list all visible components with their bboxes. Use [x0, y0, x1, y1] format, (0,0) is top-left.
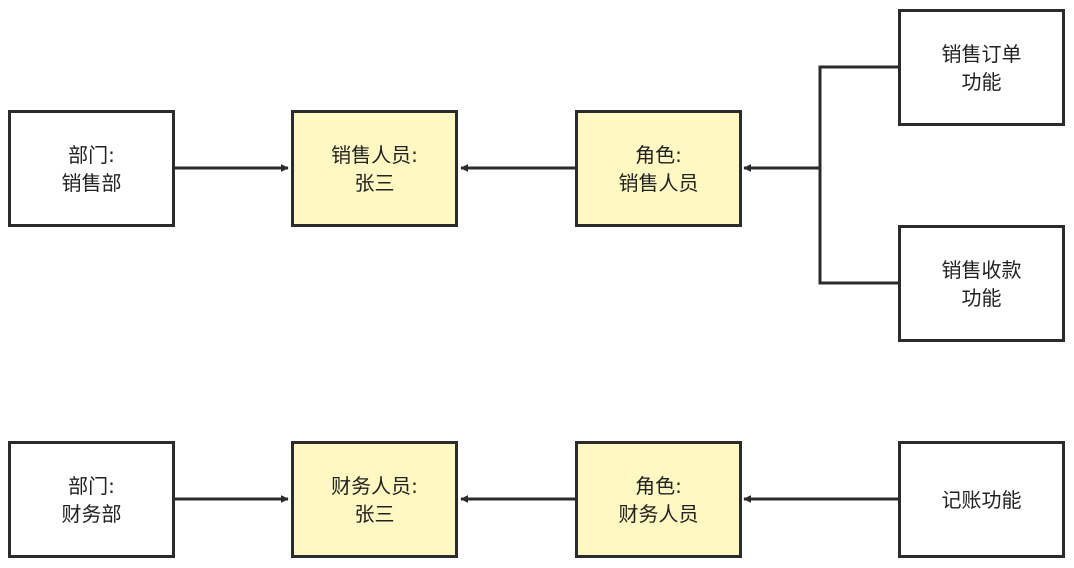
finance-role-label: 角色:: [635, 473, 682, 498]
dept-sales-box: 部门: 销售部: [8, 110, 175, 227]
sales-role-box: 角色: 销售人员: [575, 110, 742, 227]
finance-role-name: 财务人员: [618, 501, 699, 526]
accounting-function-box: 记账功能: [898, 441, 1065, 558]
sales-order-function-box: 销售订单 功能: [898, 9, 1065, 126]
finance-person-label: 财务人员:: [331, 473, 418, 498]
sales-person-name: 张三: [354, 170, 395, 195]
sales-payment-line1: 销售收款: [941, 257, 1022, 282]
finance-person-box: 财务人员: 张三: [291, 441, 458, 558]
dept-finance-label: 部门:: [68, 473, 115, 498]
finance-person-name: 张三: [354, 501, 395, 526]
bracket-functions: [818, 65, 898, 285]
dept-finance-box: 部门: 财务部: [8, 441, 175, 558]
sales-role-label: 角色:: [635, 142, 682, 167]
dept-sales-name: 销售部: [61, 170, 122, 195]
dept-finance-name: 财务部: [61, 501, 122, 526]
dept-sales-label: 部门:: [68, 142, 115, 167]
sales-order-line2: 功能: [961, 69, 1002, 94]
sales-role-name: 销售人员: [618, 170, 699, 195]
accounting-function-label: 记账功能: [941, 487, 1022, 512]
sales-person-label: 销售人员:: [331, 142, 418, 167]
sales-person-box: 销售人员: 张三: [291, 110, 458, 227]
sales-order-line1: 销售订单: [941, 41, 1022, 66]
sales-payment-function-box: 销售收款 功能: [898, 225, 1065, 342]
finance-role-box: 角色: 财务人员: [575, 441, 742, 558]
sales-payment-line2: 功能: [961, 285, 1002, 310]
